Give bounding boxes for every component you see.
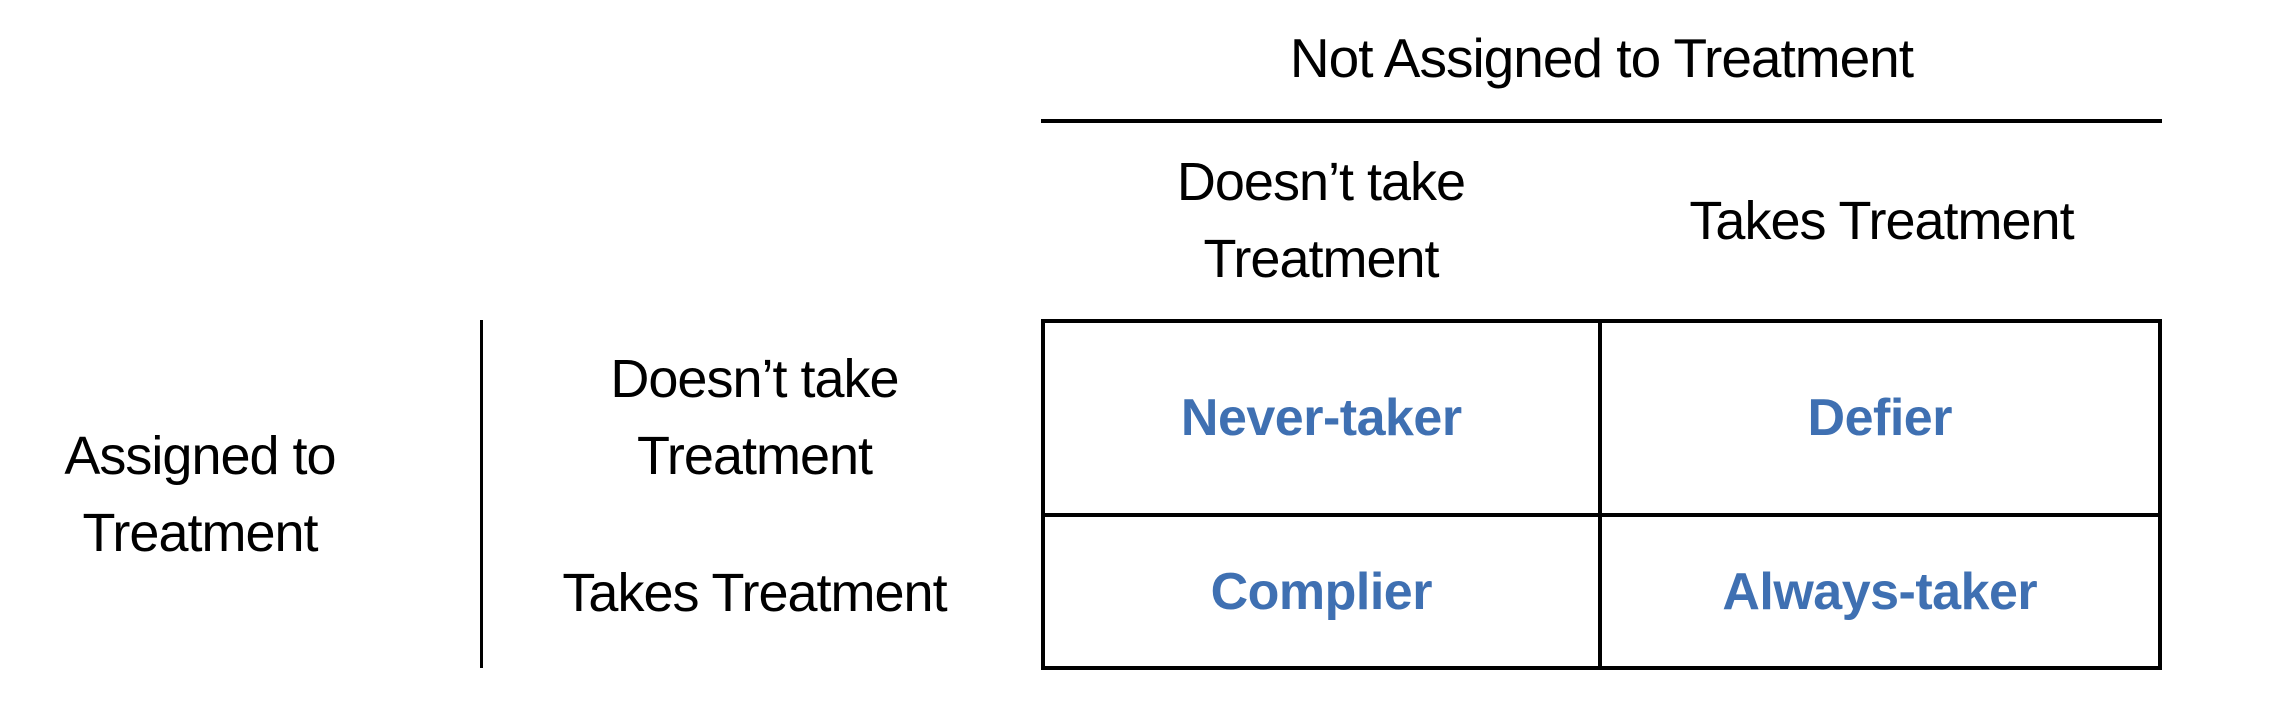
column-header-line-1: Doesn’t take xyxy=(1176,152,1466,212)
row-axis-title: Assigned to Treatment xyxy=(0,319,400,670)
row-axis-title-line-2: Treatment xyxy=(82,502,318,563)
cell-never-taker: Never-taker xyxy=(1045,323,1602,517)
column-axis-title: Not Assigned to Treatment xyxy=(1289,27,1914,89)
row-header-line-2: Treatment xyxy=(636,426,873,486)
cell-complier: Complier xyxy=(1045,517,1602,666)
row-header-label: Takes Treatment xyxy=(562,563,947,623)
row-axis-divider-line xyxy=(480,320,483,668)
row-axis-title-line-1: Assigned to xyxy=(64,425,336,486)
column-header-label: Takes Treatment xyxy=(1689,190,2074,251)
column-header-takes-treatment: Takes Treatment xyxy=(1601,140,2162,302)
column-header-line-2: Treatment xyxy=(1203,229,1439,289)
row-header-line-1: Doesn’t take xyxy=(610,349,899,409)
column-axis-underline xyxy=(1041,119,2162,123)
row-header-doesnt-take-treatment: Doesn’t take Treatment xyxy=(482,319,1027,517)
compliance-matrix-table: Never-taker Defier Complier Always-taker xyxy=(1041,319,2162,670)
column-header-doesnt-take-treatment: Doesn’t take Treatment xyxy=(1041,140,1601,302)
cell-defier: Defier xyxy=(1601,323,2158,517)
row-header-takes-treatment: Takes Treatment xyxy=(482,517,1027,670)
cell-always-taker: Always-taker xyxy=(1722,562,2038,621)
